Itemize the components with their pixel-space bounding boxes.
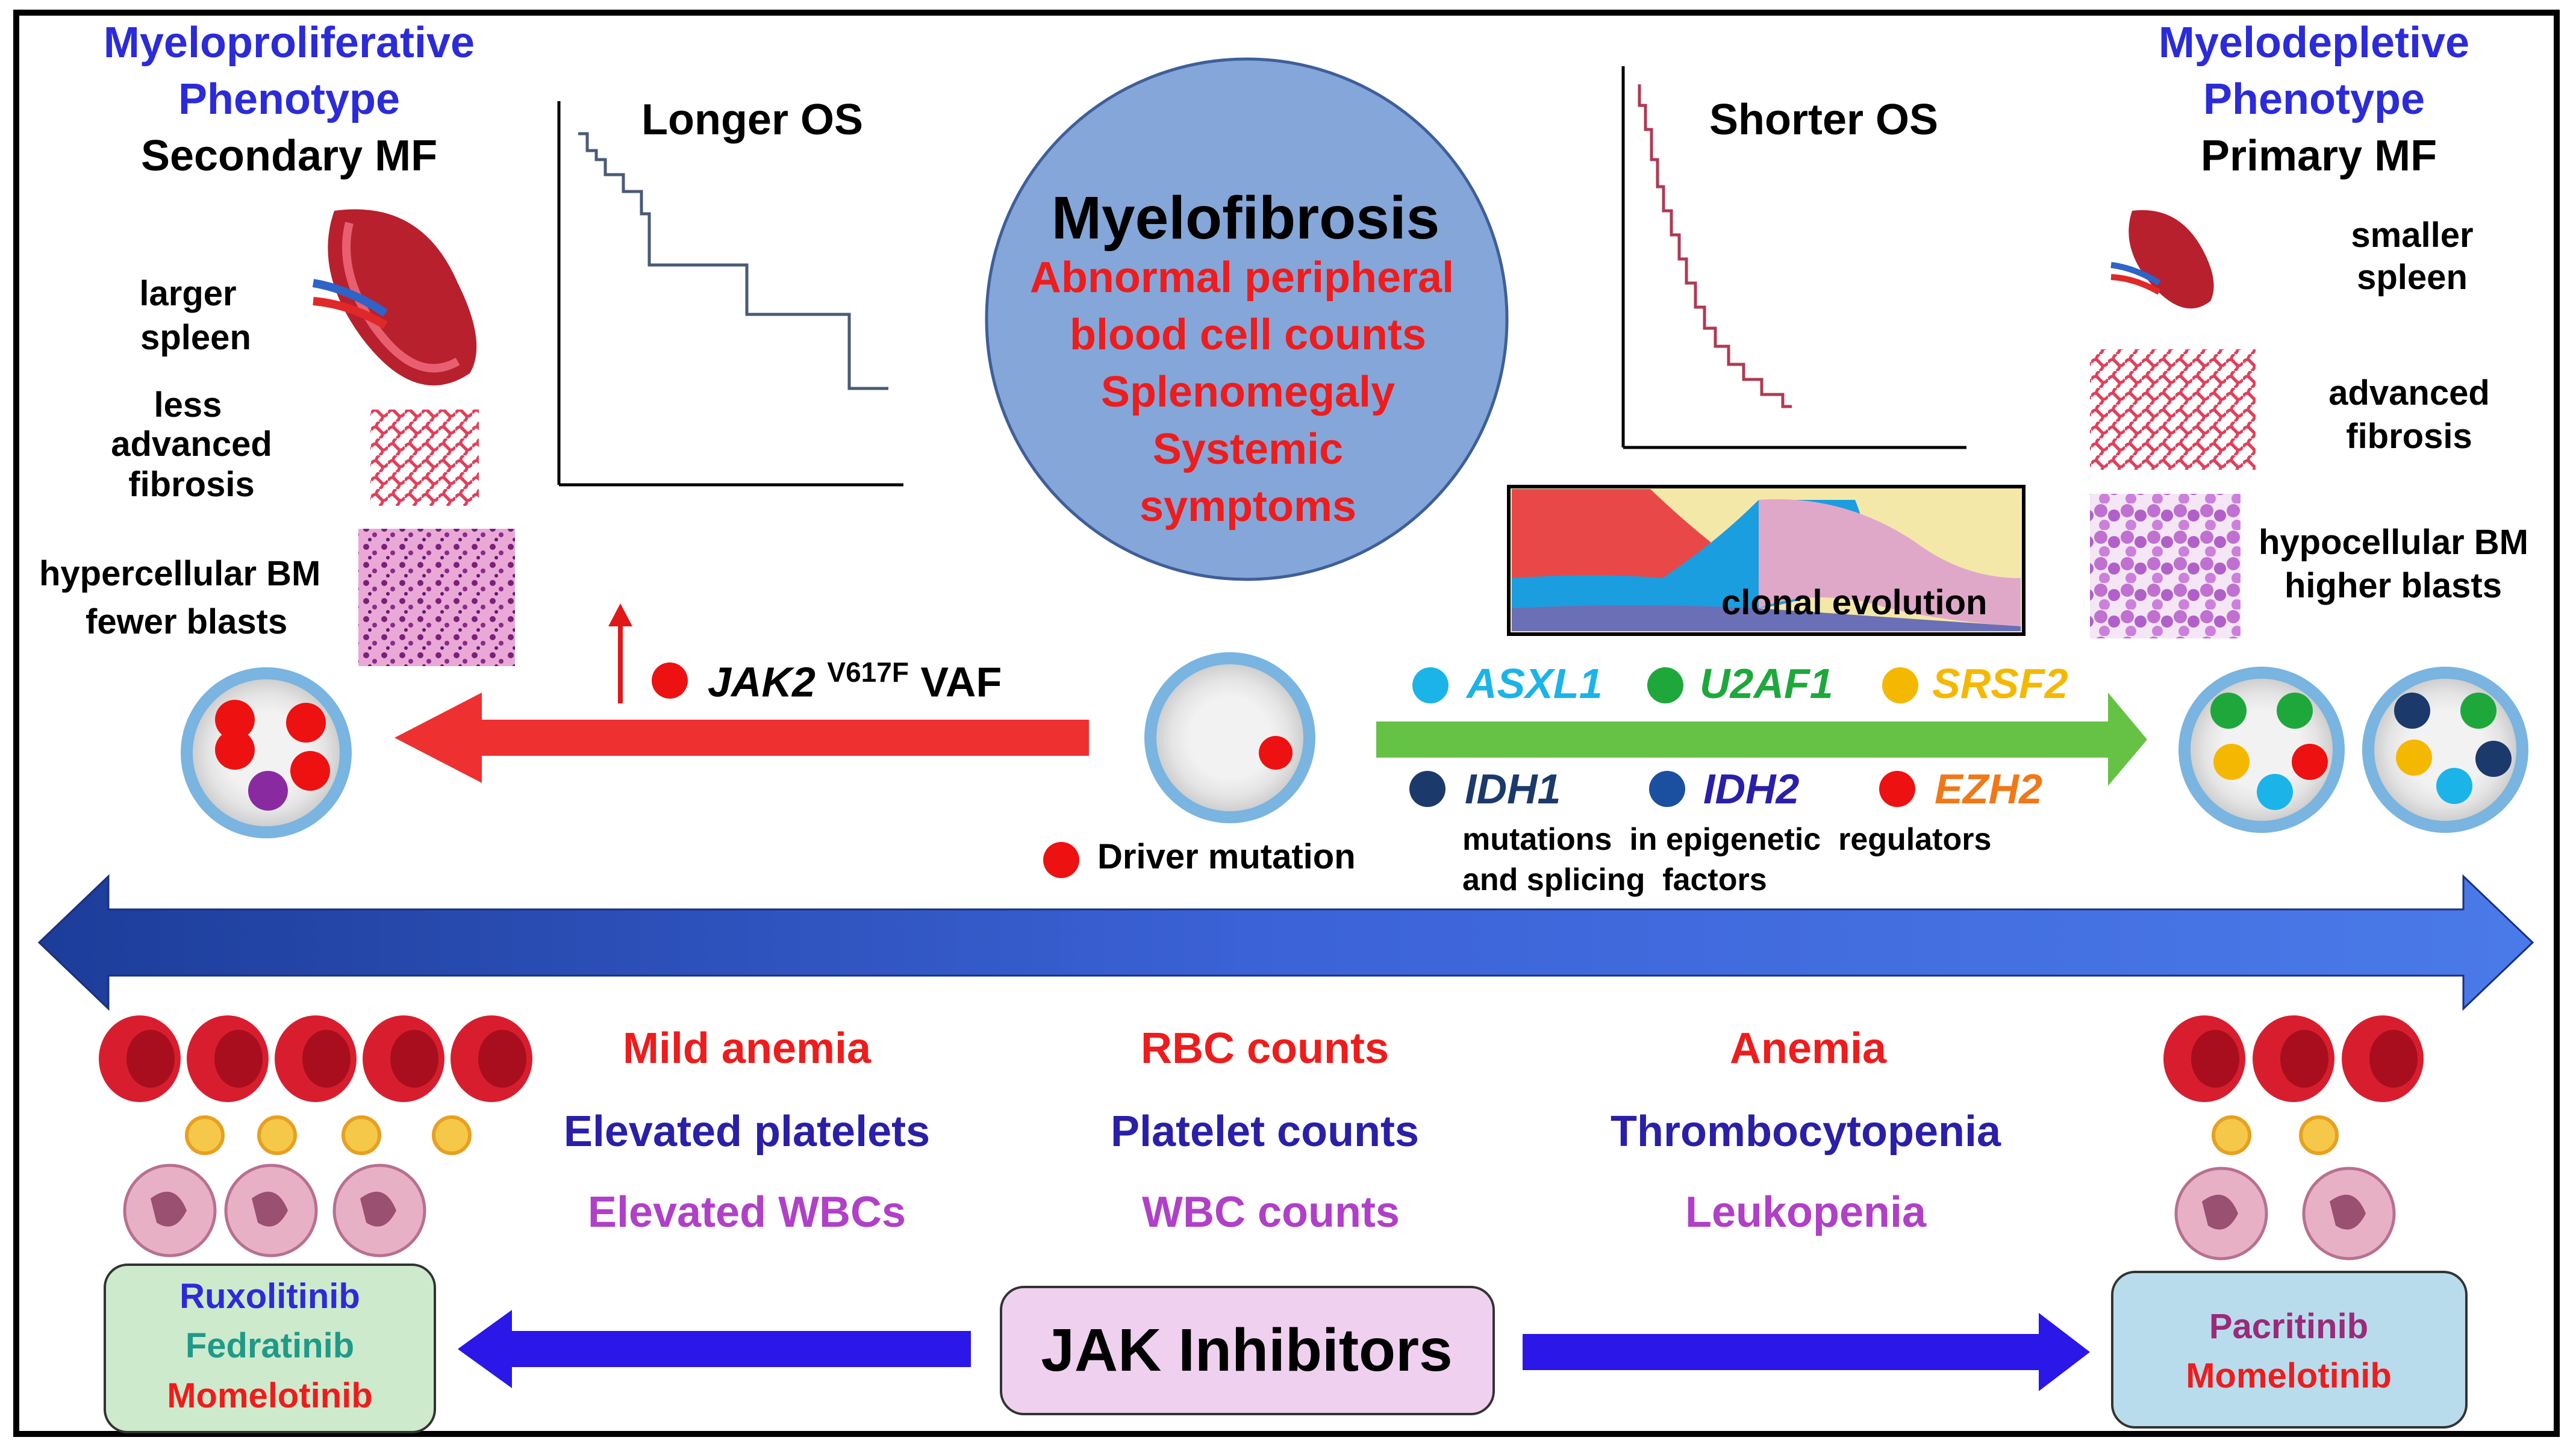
fibrosis-mesh-large [2090,349,2256,470]
right-spleen-line2: spleen [2357,258,2468,297]
platelet-row-left [185,1115,472,1155]
shorter-os-label: Shorter OS [1709,96,1939,144]
jak2-vaf-label: JAK2 V617F VAF [708,656,1002,706]
myelofibrosis-circle [985,57,1509,581]
fibrosis-mesh-small [370,410,479,506]
left-subtype: Secondary MF [140,132,438,180]
right-phenotype-line1: Myelodepletive [2158,19,2470,67]
mutation-asxl1: ASXL1 [1467,660,1603,707]
left-spleen-line2: spleen [140,318,251,357]
rbc-row-right [2163,1015,2424,1102]
histology-hypocellular [2090,494,2241,638]
count-center-3: WBC counts [1142,1188,1400,1236]
red-arrow-left [395,693,1089,783]
left-bm-line2: fewer blasts [86,602,288,641]
feature-2: blood cell counts [1069,311,1427,359]
cell-center-driver [1144,652,1315,823]
clonal-evolution-label: clonal evolution [1721,583,1988,622]
left-fibrosis-line2: advanced [111,425,272,464]
mutation-u2af1: U2AF1 [1700,660,1833,707]
jak-inhibitors-box [1000,1286,1495,1415]
left-fibrosis-line1: less [154,385,222,425]
jak2-gene: JAK2 [708,658,816,706]
drug-right-1: Pacritinib [2209,1307,2369,1346]
histology-hypercellular [358,529,515,666]
drug-left-1: Ruxolitinib [179,1277,360,1316]
inhibitor-arrow-left [458,1310,971,1388]
platelet-row-right [2212,1115,2339,1155]
feature-5: symptoms [1139,482,1357,531]
count-left-1: Mild anemia [622,1024,872,1073]
rbc-row-left [99,1015,532,1102]
right-fibrosis-line2: fibrosis [2346,417,2472,456]
mutation-idh1: IDH1 [1465,765,1561,812]
count-center-1: RBC counts [1141,1024,1389,1073]
count-center-2: Platelet counts [1110,1108,1420,1156]
drugs-box-left [104,1264,436,1433]
blue-double-arrow [37,874,2534,1011]
km-plot-shorter-os [1621,66,1966,449]
feature-4: Systemic [1152,425,1344,473]
right-fibrosis-line1: advanced [2328,373,2490,413]
cell-right-2 [2362,667,2528,833]
left-fibrosis-line3: fibrosis [128,465,255,504]
right-bm-line2: higher blasts [2284,566,2502,605]
right-subtype: Primary MF [2200,132,2437,180]
jak-inhibitors-label: JAK Inhibitors [1041,1317,1453,1384]
wbc-row-right [2174,1167,2396,1260]
cell-left-proliferative [181,667,352,838]
drug-left-3: Momelotinib [167,1376,373,1415]
jak2-superscript: V617F [827,656,909,688]
count-left-2: Elevated platelets [563,1108,931,1156]
mutation-caption-line1: mutations in epigenetic regulators [1462,822,1992,857]
wbc-row-left [123,1164,426,1257]
drug-left-2: Fedratinib [185,1326,355,1365]
count-right-2: Thrombocytopenia [1610,1108,2001,1156]
clonal-evolution-plot [1507,485,2026,636]
mutation-idh2: IDH2 [1703,765,1800,812]
cell-right-1 [2178,667,2345,833]
feature-3: Splenomegaly [1100,368,1396,416]
count-right-1: Anemia [1729,1024,1887,1073]
mutation-srsf2: SRSF2 [1932,660,2068,707]
feature-1: Abnormal peripheral [1029,254,1455,302]
right-spleen-line1: smaller [2351,216,2474,255]
spleen-large-icon [312,209,477,385]
mutation-ezh2: EZH2 [1935,765,2042,812]
km-plot-longer-os [557,101,903,487]
spleen-small-icon [2110,210,2214,309]
left-phenotype-line1: Myeloproliferative [103,19,475,67]
left-phenotype-line2: Phenotype [178,75,401,123]
myelofibrosis-title: Myelofibrosis [1051,184,1440,252]
left-bm-line1: hypercellular BM [39,554,321,593]
longer-os-label: Longer OS [641,96,864,144]
right-phenotype-line2: Phenotype [2203,75,2425,123]
driver-mutation-label: Driver mutation [1097,837,1356,876]
mutation-caption-line2: and splicing factors [1462,862,1767,897]
outer-frame [13,10,2560,1437]
right-bm-line1: hypocellular BM [2259,523,2528,562]
inhibitor-arrow-right [1523,1313,2090,1391]
drug-right-2: Momelotinib [2186,1356,2392,1395]
count-right-3: Leukopenia [1685,1188,1927,1236]
left-spleen-line1: larger [139,274,237,313]
green-arrow-right [1376,693,2147,786]
jak2-suffix: VAF [920,658,1002,706]
count-left-3: Elevated WBCs [587,1188,906,1236]
drugs-box-right [2111,1271,2468,1429]
